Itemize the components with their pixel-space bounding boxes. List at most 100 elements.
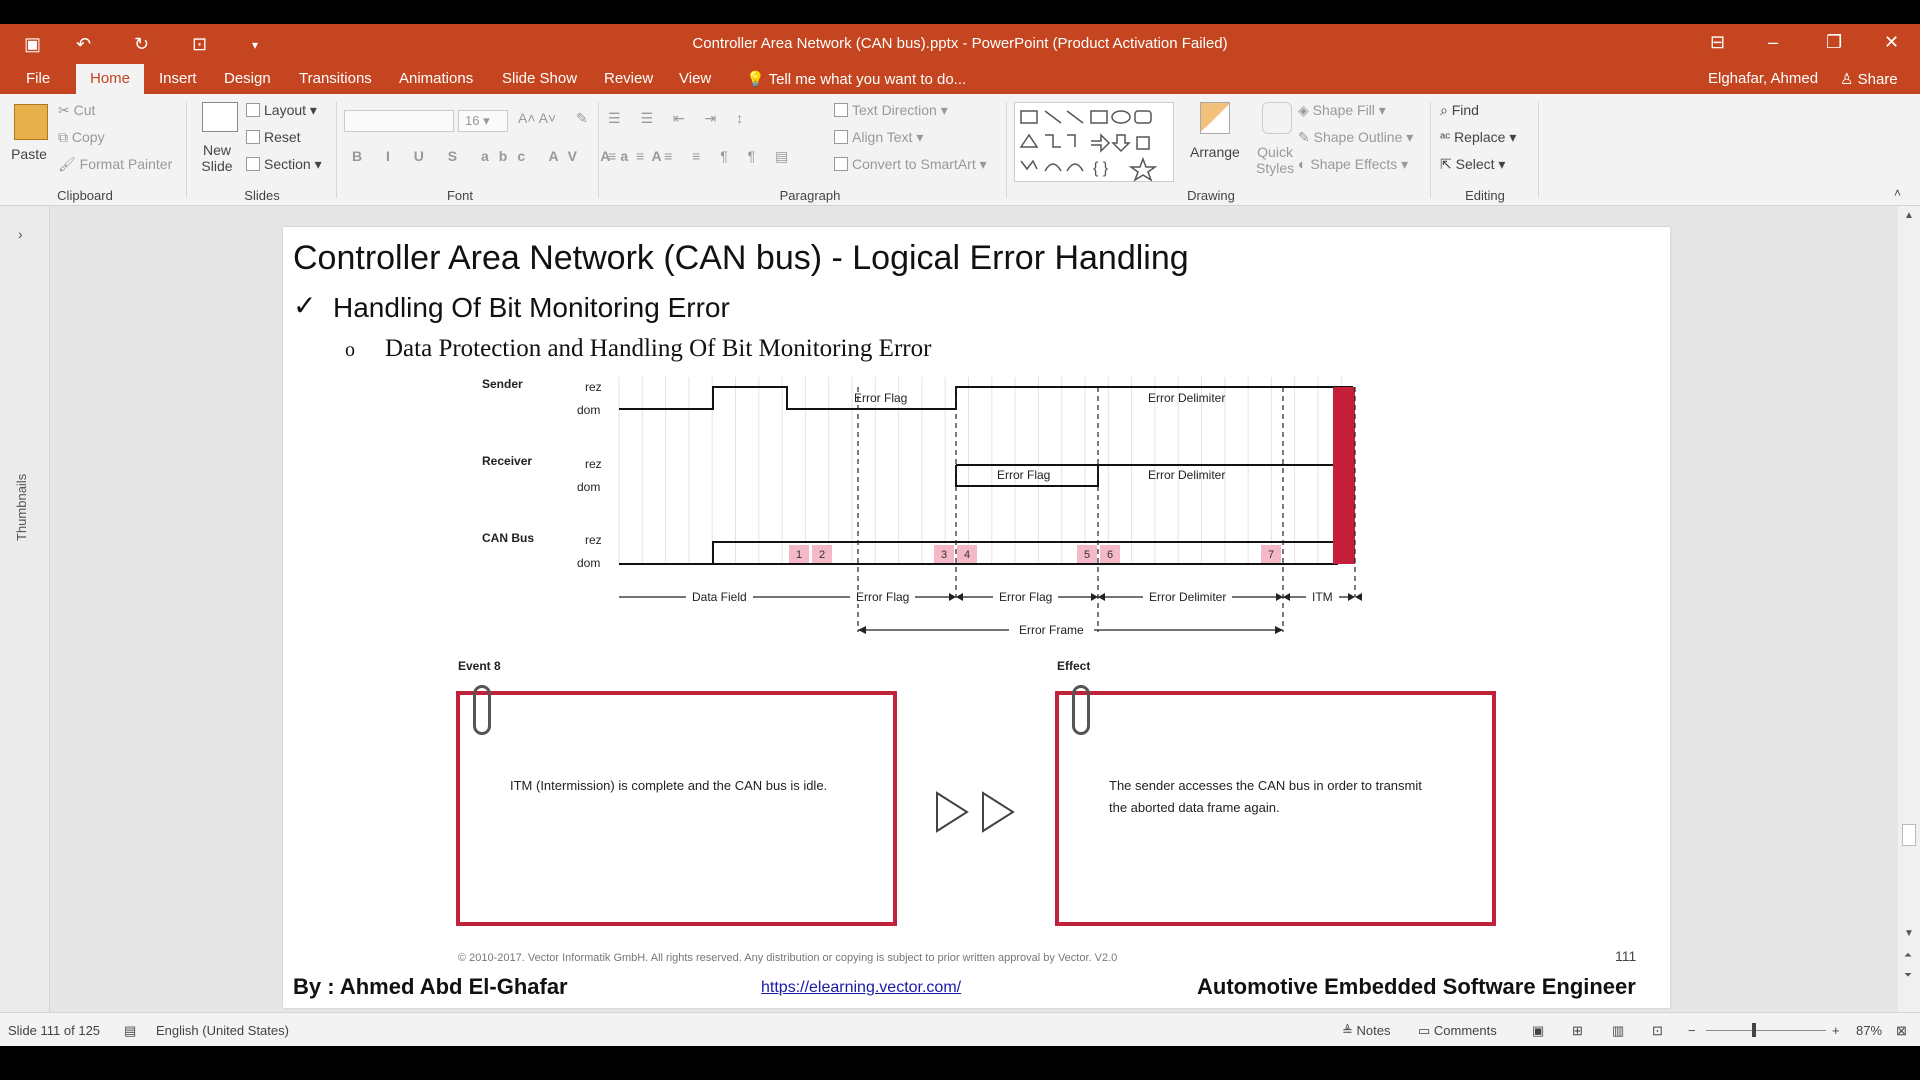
tab-home[interactable]: Home [76, 64, 145, 94]
effect-box: The sender accesses the CAN bus in order… [1055, 691, 1496, 926]
shape-fill-button[interactable]: ◈ Shape Fill ▾ [1298, 102, 1386, 118]
zoom-out-icon[interactable]: − [1688, 1023, 1696, 1038]
sub-bullet-marker: o [345, 339, 355, 361]
tell-me-box[interactable]: 💡 Tell me what you want to do... [740, 70, 972, 88]
tab-review[interactable]: Review [604, 70, 654, 87]
language-status[interactable]: English (United States) [156, 1023, 289, 1038]
text-direction-icon [834, 103, 848, 117]
paste-icon [14, 104, 48, 140]
layout-button[interactable]: Layout ▾ [246, 102, 317, 119]
zoom-slider-thumb[interactable] [1752, 1023, 1756, 1037]
zoom-level[interactable]: 87% [1856, 1023, 1883, 1038]
event-marker-number: 4 [964, 549, 970, 561]
tab-view[interactable]: View [679, 70, 712, 87]
font-format-icons[interactable]: B I U S abc AV Aa A [352, 148, 672, 164]
reset-button[interactable]: Reset [246, 129, 301, 145]
save-icon[interactable]: ▣ [24, 34, 42, 54]
itm-bar [1333, 387, 1355, 564]
shapes-gallery[interactable]: { } [1014, 102, 1174, 182]
restore-icon[interactable]: ❐ [1826, 32, 1843, 52]
comments-label: Comments [1433, 1023, 1497, 1038]
event-marker-3 [934, 545, 954, 563]
quick-styles-button[interactable]: Quick Styles [1256, 102, 1294, 176]
effects-icon: ◐ [1298, 156, 1311, 172]
format-painter-button[interactable]: 🖌 Format Painter [58, 156, 172, 173]
scroll-thumb[interactable] [1902, 824, 1916, 846]
shape-effects-button[interactable]: ◐ Shape Effects ▾ [1298, 156, 1409, 172]
new-slide-icon [202, 102, 238, 132]
font-size-value: 16 [465, 113, 480, 128]
clear-format-icon[interactable]: ✎ [576, 110, 588, 126]
error-frame-label: Error Frame [1009, 623, 1094, 637]
sender-signal [619, 386, 858, 410]
share-label: Share [1857, 71, 1898, 88]
next-slide-icon[interactable]: ⏷ [1904, 970, 1912, 981]
segment-itm: ITM [1306, 590, 1339, 604]
tab-insert[interactable]: Insert [159, 70, 197, 87]
event-marker-number: 7 [1268, 549, 1274, 561]
font-size-combo[interactable]: 16 ▾ [458, 110, 508, 132]
reading-view-icon[interactable]: ▥ [1612, 1023, 1625, 1038]
vertical-scrollbar[interactable]: ▲ ▼ ⏶ ⏷ [1898, 206, 1920, 1012]
divider [1430, 102, 1431, 198]
shape-outline-label: Shape Outline [1313, 129, 1403, 145]
fit-to-window-icon[interactable]: ⊠ [1896, 1023, 1907, 1038]
tab-transitions[interactable]: Transitions [299, 70, 372, 87]
scroll-down-icon[interactable]: ▼ [1904, 928, 1914, 939]
undo-icon[interactable]: ↶ [76, 34, 92, 54]
start-slideshow-icon[interactable]: ⊡ [192, 34, 208, 54]
grow-font-icon[interactable]: A˄ A˅ [518, 110, 557, 126]
event-marker-2 [812, 545, 832, 563]
slide-sorter-icon[interactable]: ⊞ [1572, 1023, 1583, 1038]
find-button[interactable]: ⌕ Find [1440, 102, 1479, 119]
paste-button[interactable]: Paste [10, 104, 48, 162]
spellcheck-icon[interactable]: ▤ [124, 1023, 137, 1038]
convert-smartart-button[interactable]: Convert to SmartArt ▾ [834, 156, 987, 173]
effect-text-line-1: The sender accesses the CAN bus in order… [1109, 778, 1422, 793]
segment-arrowhead [1348, 593, 1355, 601]
copy-button[interactable]: ⧉ Copy [58, 129, 105, 146]
scroll-up-icon[interactable]: ▲ [1904, 210, 1914, 221]
zoom-in-icon[interactable]: + [1832, 1023, 1840, 1038]
redo-icon[interactable]: ↻ [134, 34, 150, 54]
tab-file[interactable]: File [26, 70, 51, 87]
normal-view-icon[interactable]: ▣ [1532, 1023, 1545, 1038]
ribbon-display-icon[interactable]: ⊟ [1710, 32, 1726, 52]
share-button[interactable]: ♙ Share [1834, 70, 1904, 88]
expand-thumbnails-icon[interactable]: › [18, 226, 23, 242]
sender-error-flag-label: Error Flag [854, 391, 908, 405]
window-title: Controller Area Network (CAN bus).pptx -… [692, 35, 1228, 52]
tab-slide-show[interactable]: Slide Show [502, 70, 578, 87]
comments-button[interactable]: ▭ Comments [1418, 1023, 1497, 1039]
notes-button[interactable]: ≜ Notes [1342, 1023, 1390, 1039]
customize-toolbar-icon[interactable]: ▾ [252, 38, 259, 52]
align-text-button[interactable]: Align Text ▾ [834, 129, 923, 146]
reset-label: Reset [264, 129, 301, 145]
align-icons[interactable]: ≡ ≡ ≡ ≡ ¶ ¶ ▤ [608, 148, 797, 164]
elearning-link[interactable]: https://elearning.vector.com/ [761, 979, 962, 996]
previous-slide-icon[interactable]: ⏶ [1904, 950, 1912, 961]
drawing-group-label: Drawing [1187, 188, 1235, 203]
list-icons[interactable]: ☰ ☰ ⇤ ⇥ ↕ [608, 110, 752, 126]
shape-outline-button[interactable]: ✎ Shape Outline ▾ [1298, 129, 1414, 145]
tab-design[interactable]: Design [224, 70, 271, 87]
slideshow-view-icon[interactable]: ⊡ [1652, 1023, 1663, 1038]
thumbnails-label[interactable]: Thumbnails [14, 473, 29, 541]
section-button[interactable]: Section ▾ [246, 156, 322, 173]
arrange-button[interactable]: Arrange [1190, 102, 1240, 160]
segment-data-field: Data Field [686, 590, 753, 604]
text-direction-button[interactable]: Text Direction ▾ [834, 102, 948, 119]
collapse-ribbon-icon[interactable]: ˄ [1894, 186, 1902, 200]
user-name[interactable]: Elghafar, Ahmed [1708, 70, 1819, 87]
close-icon[interactable]: ✕ [1884, 32, 1900, 52]
slide-canvas[interactable]: Controller Area Network (CAN bus) - Logi… [283, 227, 1670, 1008]
select-button[interactable]: ⇱ Select ▾ [1440, 156, 1506, 172]
font-name-combo[interactable] [344, 110, 454, 132]
replace-button[interactable]: ᵃᶜ Replace ▾ [1440, 129, 1517, 145]
tab-animations[interactable]: Animations [399, 70, 474, 87]
minimize-icon[interactable]: – [1768, 32, 1779, 52]
zoom-slider[interactable] [1706, 1030, 1826, 1031]
cut-button[interactable]: ✂ Cut [58, 102, 95, 119]
new-slide-button[interactable]: New Slide [196, 102, 238, 174]
receiver-error-flag-label: Error Flag [997, 468, 1051, 482]
